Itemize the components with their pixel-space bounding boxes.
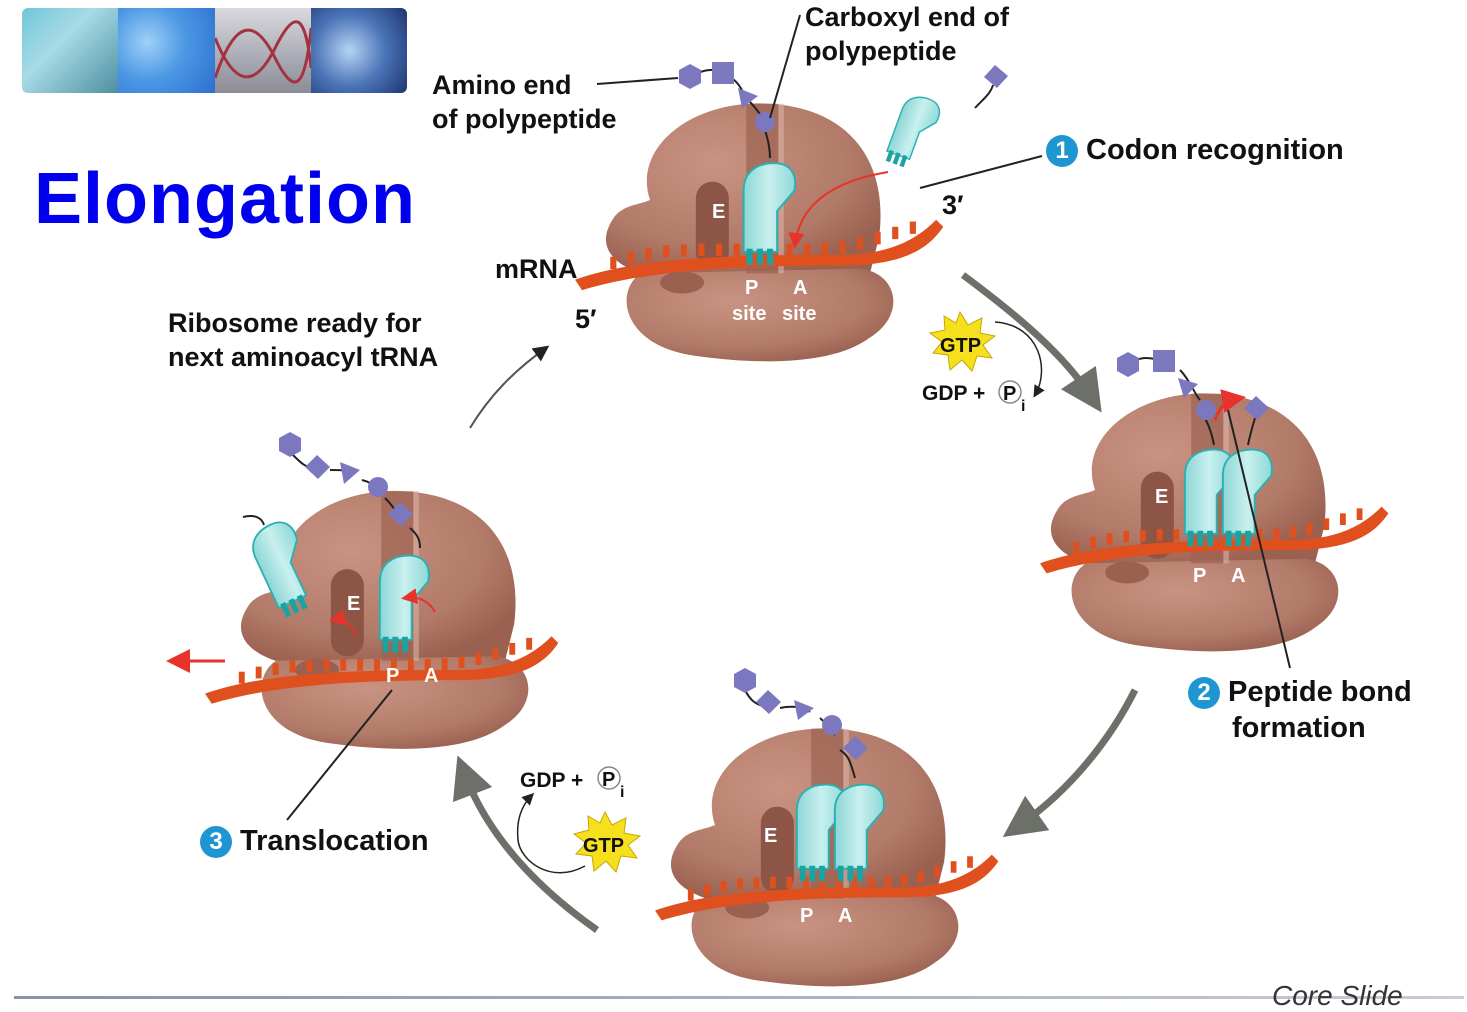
cycle-arrow-2 [1002, 688, 1139, 838]
step-3-badge: 3 [200, 826, 232, 859]
phosphate-circle [998, 380, 1022, 404]
translocation-leader [286, 689, 393, 821]
phosphate-circle [597, 766, 621, 790]
ribosome-bottom: E P A [655, 668, 999, 987]
incoming-amino-acid [984, 65, 1008, 88]
phosphate-i: i [620, 784, 624, 801]
step-2-label-line1: Peptide bond [1228, 676, 1412, 708]
p-site-label: P [745, 277, 758, 299]
e-site-label: E [712, 201, 725, 223]
step-3-label: Translocation [240, 825, 429, 857]
carboxyl-end-line2: polypeptide [805, 36, 957, 66]
p-site-label: P [386, 665, 399, 687]
amino-acid-triangle [738, 88, 758, 108]
phosphate-p: P [1003, 383, 1016, 405]
ribosome-right: E P A [1040, 350, 1389, 669]
carboxyl-end-leader [769, 14, 801, 119]
microscope-image [22, 8, 119, 93]
e-site-label: E [347, 593, 360, 615]
header-banner [22, 8, 407, 93]
amino-end-line2: of polypeptide [432, 104, 617, 134]
five-prime-label: 5′ [575, 304, 597, 334]
slide-title: Elongation [34, 159, 416, 239]
ribosome-left: E P A [166, 432, 559, 821]
phosphate-i: i [1021, 398, 1025, 415]
p-site-label: P [1193, 565, 1206, 587]
carboxyl-end-label: Carboxyl end of polypeptide [805, 0, 1009, 68]
amino-acid-square [712, 62, 734, 84]
a-site-label: A [793, 277, 807, 299]
e-site-label: E [1155, 486, 1168, 508]
ribosome-ready-line1: Ribosome ready for [168, 308, 422, 338]
a-site-label: A [838, 905, 852, 927]
gdp-pi-label: GDP + [922, 382, 985, 405]
a-site-label: A [424, 665, 438, 687]
amino-acid-circle [755, 112, 775, 132]
gtp-burst-2: GTP GDP + P i [516, 766, 642, 874]
dna-helix-icon [213, 20, 313, 84]
dna-helix-image [213, 8, 313, 93]
codon-recognition-leader [919, 155, 1043, 189]
cycle-arrow-1 [960, 272, 1102, 413]
gdp-pi-label: GDP + [520, 769, 583, 792]
gtp-label: GTP [583, 835, 624, 857]
amino-acid-hexagon [679, 64, 701, 89]
step-1-badge: 1 [1046, 135, 1078, 168]
amino-end-line1: Amino end [432, 70, 572, 100]
mrna-label: mRNA [495, 254, 578, 284]
cycle-arrow-4 [469, 345, 550, 429]
ribosome-top: E P A site site [575, 14, 1043, 362]
a-site-word: site [782, 303, 816, 325]
a-site-label: A [1231, 565, 1245, 587]
step-1-label: Codon recognition [1086, 134, 1344, 166]
gtp-label: GTP [940, 335, 981, 357]
cells-image [118, 8, 215, 93]
carboxyl-end-line1: Carboxyl end of [805, 2, 1010, 32]
amino-end-label: Amino end of polypeptide [432, 68, 617, 136]
three-prime-label: 3′ [942, 190, 964, 220]
ribosome-ready-line2: next aminoacyl tRNA [168, 342, 439, 372]
step-2-badge: 2 [1188, 677, 1220, 710]
trna-incoming [882, 90, 945, 174]
ribosome-ready-label: Ribosome ready for next aminoacyl tRNA [168, 306, 438, 374]
step-2-label-line2: formation [1232, 712, 1366, 744]
bacteria-image [310, 8, 407, 93]
footer-label: Core Slide [1272, 980, 1403, 1011]
gtp-burst-1: GTP GDP + P i [922, 310, 1045, 415]
p-site-label: P [800, 905, 813, 927]
peptide-bond-leader [1227, 409, 1291, 669]
amino-end-leader [596, 77, 679, 85]
cycle-arrow-3 [452, 755, 600, 933]
phosphate-p: P [602, 769, 615, 791]
p-site-word: site [732, 303, 766, 325]
footer-divider [14, 996, 1464, 999]
e-site-label: E [764, 825, 777, 847]
